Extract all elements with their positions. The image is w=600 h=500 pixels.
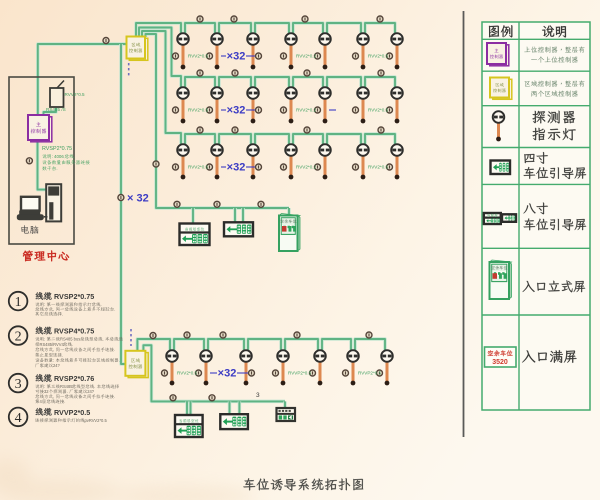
svg-text:RVV2*0.5: RVV2*0.5 <box>368 54 389 59</box>
svg-text:RVVP2*0.5: RVVP2*0.5 <box>358 371 382 376</box>
svg-text:RVV2*0.5: RVV2*0.5 <box>188 54 209 59</box>
svg-text::: : <box>44 384 45 389</box>
svg-text:,: , <box>53 307 54 312</box>
svg-text:.: . <box>114 347 115 352</box>
svg-text:1: 1 <box>15 295 22 310</box>
svg-text:.: . <box>94 384 95 389</box>
svg-text:× 32: × 32 <box>127 193 149 205</box>
svg-text:RVV2*0.2: RVV2*0.2 <box>296 165 317 170</box>
svg-text:.: . <box>114 307 115 312</box>
svg-text:RS485 /S: RS485 /S <box>46 107 66 112</box>
svg-text::: : <box>44 302 45 307</box>
svg-text:pvRVV2*0.5: pvRVV2*0.5 <box>85 418 108 423</box>
svg-text:,: , <box>74 154 75 159</box>
svg-text:32: 32 <box>44 389 49 394</box>
svg-text:×32: ×32 <box>227 105 246 117</box>
svg-text:,: , <box>53 347 54 352</box>
svg-text:RVSP4*0.75: RVSP4*0.75 <box>54 327 94 336</box>
svg-text:.: . <box>101 302 102 307</box>
svg-text:: 4006: : 4006 <box>52 154 65 159</box>
svg-text:.: . <box>114 394 115 399</box>
svg-text:RVSP2*0.75: RVSP2*0.75 <box>42 146 72 152</box>
svg-text:.: . <box>64 399 65 404</box>
svg-text:RVV2*0.5: RVV2*0.5 <box>188 165 209 170</box>
svg-text:RVV2*0.5: RVV2*0.5 <box>177 371 198 376</box>
svg-text:2: 2 <box>15 330 22 345</box>
svg-text:×32: ×32 <box>218 368 237 380</box>
svg-text:×32: ×32 <box>227 51 246 63</box>
svg-text:RVV2*0.5: RVV2*0.5 <box>368 108 389 113</box>
svg-text:RVV2*0.5: RVV2*0.5 <box>65 92 86 97</box>
svg-text:RVV2*0.5: RVV2*0.5 <box>188 108 209 113</box>
svg-text:RS485 bus: RS485 bus <box>60 337 80 342</box>
svg-text:32: 32 <box>105 307 110 312</box>
svg-text:RVSP2*0.75: RVSP2*0.75 <box>54 292 94 301</box>
svg-text:RVVP2*0.5: RVVP2*0.5 <box>288 371 312 376</box>
svg-text:4: 4 <box>40 399 43 404</box>
svg-text:24?: 24? <box>87 389 95 394</box>
svg-text:,: , <box>53 394 54 399</box>
svg-text:RS485: RS485 <box>60 384 73 389</box>
svg-text:.: . <box>56 166 57 171</box>
svg-text:.: . <box>72 342 73 347</box>
svg-text:RVV2*0.2: RVV2*0.2 <box>296 108 317 113</box>
svg-text::: : <box>44 337 45 342</box>
svg-text:.: . <box>103 337 104 342</box>
svg-text:.: . <box>119 358 120 363</box>
svg-text:.: . <box>62 352 63 357</box>
svg-text:RVV2*0.2: RVV2*0.2 <box>296 54 317 59</box>
svg-text:RVSP2*0.76: RVSP2*0.76 <box>54 374 94 383</box>
svg-text:4: 4 <box>15 411 22 426</box>
svg-text:32: 32 <box>87 358 92 363</box>
svg-text::: : <box>53 358 54 363</box>
svg-text:RVVP2*0.5: RVVP2*0.5 <box>54 408 90 417</box>
svg-text:24?: 24? <box>53 363 61 368</box>
svg-text:.: . <box>67 389 68 394</box>
svg-text:.: . <box>62 311 63 316</box>
svg-text:3: 3 <box>256 392 260 399</box>
svg-text:RS485/RVV4: RS485/RVV4 <box>40 342 65 347</box>
svg-text:3520: 3520 <box>492 359 508 366</box>
svg-text:RVV2*0.5: RVV2*0.5 <box>368 165 389 170</box>
svg-text:×32: ×32 <box>227 162 246 174</box>
svg-text:3: 3 <box>15 377 22 392</box>
